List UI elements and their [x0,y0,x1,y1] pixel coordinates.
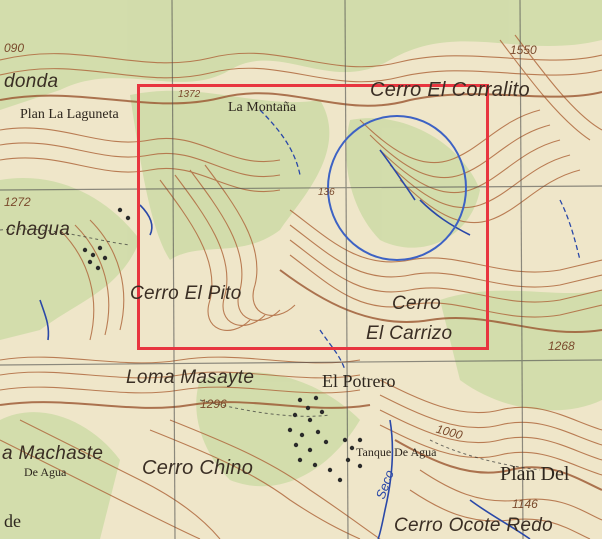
index-contours [0,91,602,491]
label-cerro-ocote-redo: Cerro Ocote Redo [394,515,553,536]
label-chagua: chagua [6,219,71,240]
label-cerro-chino: Cerro Chino [142,457,254,479]
label-plan-la-laguneta: Plan La Laguneta [20,107,119,122]
elevation-1272: 1272 [4,195,31,209]
trails [0,228,541,471]
label-el-carrizo: El Carrizo [366,323,453,344]
label-cerro-el-pito: Cerro El Pito [130,283,242,304]
elevation-1296: 1296 [200,397,227,411]
label-tanque-de-agua: Tanque De Agua [356,445,437,459]
elevation-1146: 1146 [512,497,538,511]
elevation-136: 136 [318,187,335,198]
elevation-1372: 1372 [178,89,201,100]
label-cerro: Cerro [392,293,442,314]
label-loma-masayte: Loma Masayte [126,367,255,388]
study-area-rectangle [137,84,489,350]
label-de: de [4,511,21,531]
label-de-agua: De Agua [24,465,67,479]
intermittent-streams [259,109,581,371]
label-machaste: a Machaste [2,443,104,464]
elevation-090: 090 [4,41,25,55]
label-cerro-el-corralito: Cerro El Corralito [370,79,530,101]
label-donda: donda [4,71,59,92]
label-el-potrero: El Potrero [322,371,396,391]
elevation-1268: 1268 [548,339,575,353]
elevation-1550: 1550 [510,43,537,57]
settlement-dots [82,207,363,483]
label-plan-del: Plan Del [500,463,570,485]
contour-lines [0,34,602,539]
label-la-montana: La Montaña [228,100,297,115]
highlight-circle [327,115,467,261]
